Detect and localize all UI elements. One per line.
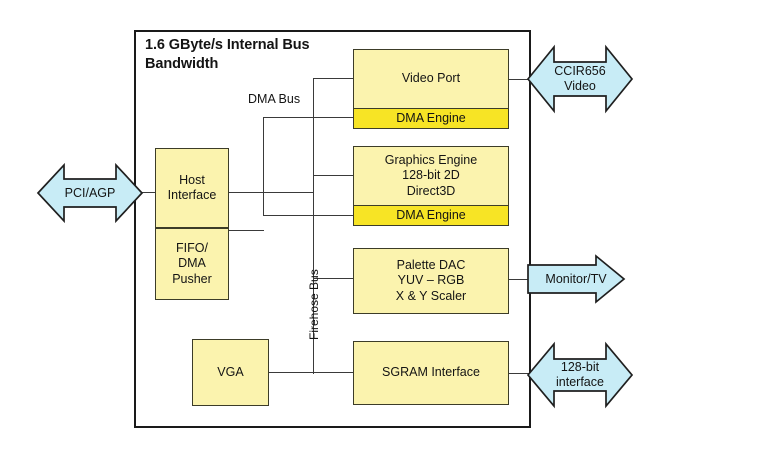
port-arrow-ccir656-video[interactable]: CCIR656 Video	[526, 44, 634, 114]
wire-dma-bus-to-graphics-engine	[313, 175, 353, 176]
fifo-dma-pusher-line-3: Pusher	[172, 271, 212, 286]
block-sgram-interface[interactable]: SGRAM Interface	[353, 341, 509, 405]
block-fifo-dma-pusher[interactable]: FIFO/ DMA Pusher	[155, 228, 229, 300]
wire-vga-to-sgram-interface	[268, 372, 353, 373]
block-graphics-engine[interactable]: Graphics Engine 128-bit 2D Direct3D	[353, 146, 509, 206]
ccir656-video-arrow-shape	[526, 44, 634, 114]
host-interface-line-2: Interface	[167, 188, 217, 202]
wire-firehose-bus-vertical	[313, 192, 314, 374]
dma-bus-label: DMA Bus	[248, 92, 301, 106]
wire-128bit-stub	[508, 373, 532, 374]
pci-agp-arrow-shape	[36, 162, 144, 224]
wire-host-to-dma-bus	[228, 192, 314, 193]
title-line-3: Bandwidth	[145, 55, 219, 72]
video-port-dma-engine-label: DMA Engine	[396, 110, 466, 125]
wire-branch-to-video-dma-engine	[263, 117, 353, 118]
internal-bus-bandwidth-title: 1.6 GByte/s Internal Bus Bandwidth	[145, 36, 315, 73]
wire-fifo-to-branch	[228, 230, 264, 231]
palette-dac-line-3: X & Y Scaler	[395, 288, 467, 303]
block-video-port-dma-engine[interactable]: DMA Engine	[353, 108, 509, 129]
wire-dma-bus-vertical-upper	[313, 78, 314, 193]
fifo-dma-pusher-line-1: FIFO/	[176, 241, 208, 256]
fifo-dma-pusher-line-2: DMA	[178, 256, 206, 271]
port-arrow-monitor-tv[interactable]: Monitor/TV	[527, 254, 626, 304]
wire-branch-to-graphics-dma-engine	[263, 215, 353, 216]
sgram-128bit-arrow-shape	[526, 341, 634, 409]
title-line-2: Internal Bus	[226, 37, 310, 53]
graphics-engine-line-3: Direct3D	[406, 183, 456, 198]
sgram-interface-label: SGRAM Interface	[382, 365, 480, 380]
wire-monitor-tv-stub	[508, 279, 532, 280]
block-graphics-engine-dma-engine[interactable]: DMA Engine	[353, 205, 509, 226]
graphics-engine-line-1: Graphics Engine	[384, 153, 478, 168]
wire-firehose-to-palette-dac	[313, 278, 353, 279]
monitor-tv-arrow-shape	[527, 254, 626, 304]
palette-dac-line-1: Palette DAC	[396, 258, 466, 273]
block-video-port[interactable]: Video Port	[353, 49, 509, 109]
graphics-engine-line-2: 128-bit 2D	[402, 168, 460, 183]
block-vga[interactable]: VGA	[192, 339, 269, 406]
host-interface-line-1: Host	[179, 172, 205, 187]
block-host-interface[interactable]: Host Interface	[155, 148, 229, 228]
title-line-1: 1.6 GByte/s	[145, 37, 223, 53]
wire-ccir656-stub	[508, 79, 532, 80]
port-arrow-128bit-interface[interactable]: 128-bit interface	[526, 341, 634, 409]
wire-dma-bus-to-video-port	[313, 78, 353, 79]
firehose-bus-label: Firehose Bus	[307, 269, 321, 340]
vga-label: VGA	[217, 364, 244, 379]
port-arrow-pci-agp[interactable]: PCI/AGP	[36, 162, 144, 224]
block-palette-dac[interactable]: Palette DAC YUV – RGB X & Y Scaler	[353, 248, 509, 314]
wire-dma-branch-vertical	[263, 117, 264, 216]
video-port-label: Video Port	[401, 71, 461, 86]
palette-dac-line-2: YUV – RGB	[397, 273, 465, 288]
graphics-engine-dma-engine-label: DMA Engine	[396, 207, 466, 222]
